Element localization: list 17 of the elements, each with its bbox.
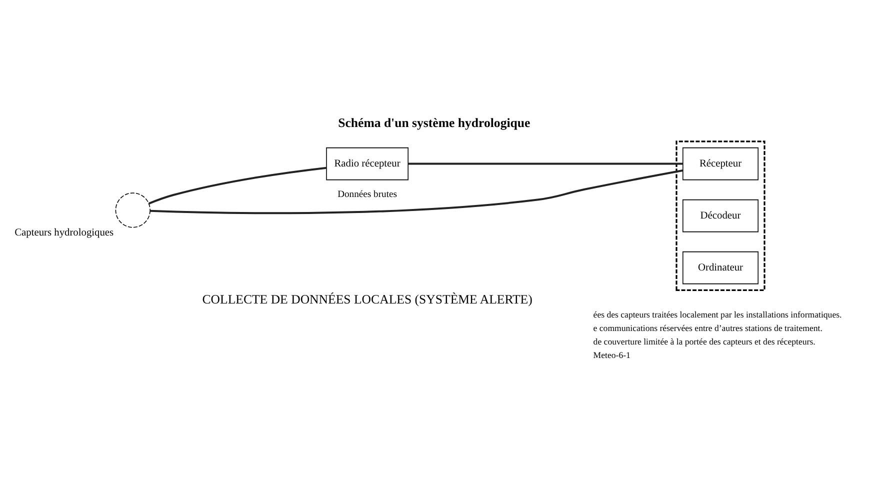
label: COLLECTE DE DONNÉES LOCALES (SYSTÈME ALERTE) [202,292,532,306]
diagram-title: Schéma d'un système hydrologique [338,115,530,130]
node-box: Décodeur [682,198,758,232]
connector [408,162,683,164]
node-box: Radio récepteur [326,146,408,180]
label: e communications réservées entre d’autres stations de traitement. [593,322,822,332]
node-circle [115,192,150,228]
label: de couverture limitée à la portée des capteurs et des récepteurs. [593,336,816,346]
connector [148,166,327,204]
label: Meteo-6-1 [593,350,630,360]
connector [150,169,683,214]
label: ées des capteurs traitées localement par les installations informatiques. [593,308,842,319]
node-label: Capteurs hydrologiques [14,227,114,238]
edge-label: Données brutes [338,188,398,200]
node-box: Récepteur [682,146,758,180]
cluster [676,140,766,290]
node-box: Ordinateur [682,250,758,284]
